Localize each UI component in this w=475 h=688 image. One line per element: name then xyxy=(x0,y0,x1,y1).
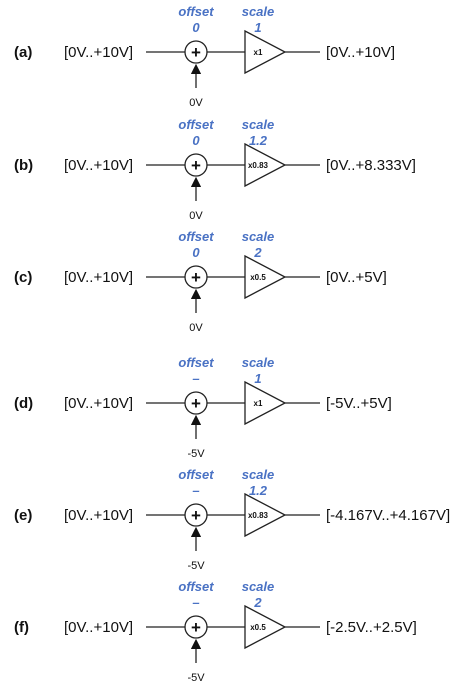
offset-input-label: 0V xyxy=(189,322,203,334)
offset-input-label: -5V xyxy=(187,448,205,460)
offset-value: 0 xyxy=(192,20,200,35)
output-range: [-4.167V..+4.167V] xyxy=(326,507,450,524)
scale-value: 1.2 xyxy=(249,483,268,498)
offset-header: offset xyxy=(178,579,214,594)
gain-label: x0.83 xyxy=(248,161,269,170)
input-range: [0V..+10V] xyxy=(64,44,133,61)
amplifier-triangle xyxy=(244,29,287,75)
offset-value: 0 xyxy=(192,133,200,148)
output-range: [0V..+10V] xyxy=(326,44,395,61)
output-range: [-2.5V..+2.5V] xyxy=(326,619,417,636)
plus-sign: + xyxy=(191,506,201,525)
scale-header: scale xyxy=(242,229,275,244)
offset-input-label: -5V xyxy=(187,560,205,572)
output-range: [-5V..+5V] xyxy=(326,395,392,412)
scale-value: 2 xyxy=(253,595,262,610)
gain-label: x0.83 xyxy=(248,511,269,520)
input-range: [0V..+10V] xyxy=(64,395,133,412)
plus-sign: + xyxy=(191,156,201,175)
scale-value: 1 xyxy=(254,20,261,35)
scale-header: scale xyxy=(242,117,275,132)
scale-value: 2 xyxy=(253,245,262,260)
input-range: [0V..+10V] xyxy=(64,619,133,636)
gain-label: x0.5 xyxy=(250,623,266,632)
scale-header: scale xyxy=(242,4,275,19)
offset-value: – xyxy=(192,483,199,498)
plus-sign: + xyxy=(191,394,201,413)
row-label: (a) xyxy=(14,44,32,61)
amplifier-triangle xyxy=(244,604,287,650)
row-label: (b) xyxy=(14,157,33,174)
plus-sign: + xyxy=(191,618,201,637)
row-label: (d) xyxy=(14,395,33,412)
row-label: (e) xyxy=(14,507,32,524)
offset-header: offset xyxy=(178,4,214,19)
scale-value: 1 xyxy=(254,371,261,386)
plus-sign: + xyxy=(191,268,201,287)
amplifier-triangle xyxy=(244,380,287,426)
gain-label: x1 xyxy=(254,399,263,408)
offset-input-label: 0V xyxy=(189,210,203,222)
gain-label: x1 xyxy=(254,48,263,57)
row-label: (c) xyxy=(14,269,32,286)
amplifier-triangle xyxy=(244,142,287,188)
scale-header: scale xyxy=(242,467,275,482)
input-range: [0V..+10V] xyxy=(64,157,133,174)
offset-input-label: 0V xyxy=(189,97,203,109)
output-range: [0V..+8.333V] xyxy=(326,157,416,174)
offset-header: offset xyxy=(178,467,214,482)
offset-input-label: -5V xyxy=(187,672,205,684)
offset-value: – xyxy=(192,371,199,386)
plus-sign: + xyxy=(191,43,201,62)
offset-header: offset xyxy=(178,117,214,132)
gain-label: x0.5 xyxy=(250,273,266,282)
scale-header: scale xyxy=(242,355,275,370)
offset-header: offset xyxy=(178,355,214,370)
amplifier-triangle xyxy=(244,492,287,538)
scale-header: scale xyxy=(242,579,275,594)
input-range: [0V..+10V] xyxy=(64,507,133,524)
output-range: [0V..+5V] xyxy=(326,269,387,286)
offset-header: offset xyxy=(178,229,214,244)
scale-value: 1.2 xyxy=(249,133,268,148)
row-label: (f) xyxy=(14,619,29,636)
input-range: [0V..+10V] xyxy=(64,269,133,286)
offset-value: – xyxy=(192,595,199,610)
amplifier-triangle xyxy=(244,254,287,300)
offset-value: 0 xyxy=(192,245,200,260)
